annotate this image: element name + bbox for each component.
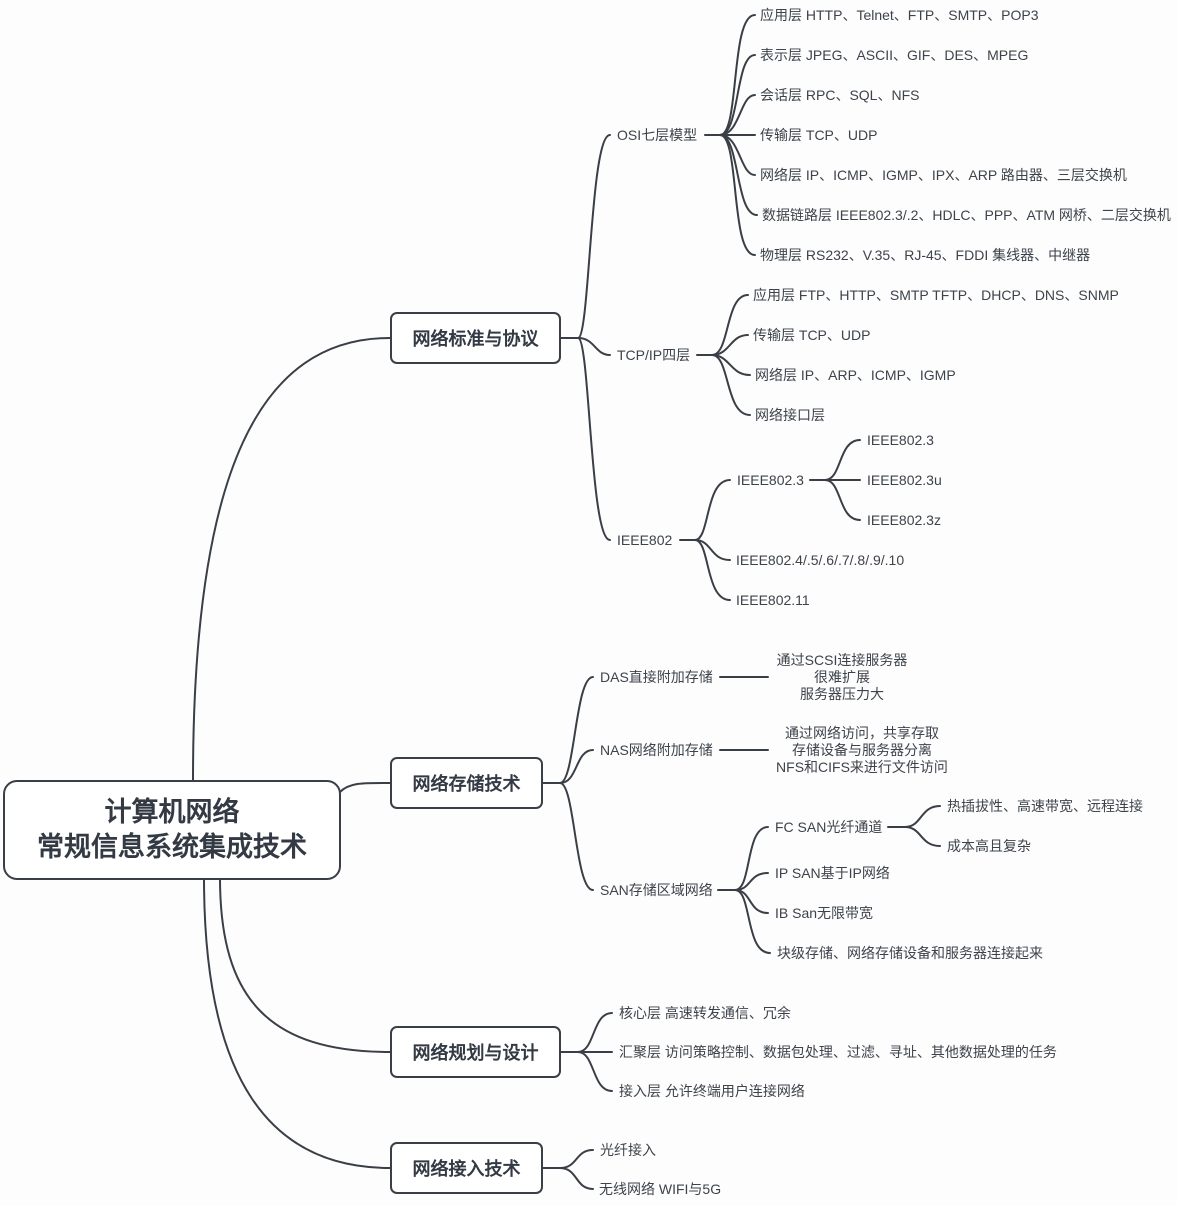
connector-root-storage [339, 781, 391, 793]
connector-root-standards [192, 337, 391, 781]
planning-core-layer[interactable]: 核心层 高速转发通信、冗余 [619, 1005, 791, 1021]
nas-line-1: 通过网络访问，共享存取 [785, 725, 939, 741]
ieee-8024-10[interactable]: IEEE802.4/.5/.6/.7/.8/.9/.10 [736, 552, 905, 568]
branch-network-standards[interactable]: 网络标准与协议 [390, 312, 561, 364]
access-fiber[interactable]: 光纤接入 [600, 1142, 656, 1158]
osi-layer-application[interactable]: 应用层 HTTP、Telnet、FTP、SMTP、POP3 [760, 7, 1039, 23]
branch-network-planning[interactable]: 网络规划与设计 [390, 1026, 561, 1078]
osi-layer-network[interactable]: 网络层 IP、ICMP、IGMP、IPX、ARP 路由器、三层交换机 [760, 167, 1127, 183]
nas-line-3: NFS和CIFS来进行文件访问 [776, 759, 948, 775]
planning-access-layer[interactable]: 接入层 允许终端用户连接网络 [619, 1083, 805, 1099]
branch-network-storage[interactable]: 网络存储技术 [390, 757, 543, 809]
ieee-8023z[interactable]: IEEE802.3z [867, 512, 941, 528]
root-title-line2: 常规信息系统集成技术 [37, 832, 307, 862]
planning-aggregation-layer[interactable]: 汇聚层 访问策略控制、数据包处理、过滤、寻址、其他数据处理的任务 [619, 1044, 1057, 1060]
fc-feature-cost[interactable]: 成本高且复杂 [947, 838, 1031, 854]
tcpip-layer-network[interactable]: 网络层 IP、ARP、ICMP、IGMP [755, 367, 956, 383]
branch-network-access[interactable]: 网络接入技术 [390, 1142, 543, 1194]
tcpip-layer-interface[interactable]: 网络接口层 [755, 407, 825, 423]
topic-tcpip-model[interactable]: TCP/IP四层 [617, 347, 691, 363]
ieee-8023u[interactable]: IEEE802.3u [867, 472, 942, 488]
das-line-2: 很难扩展 [814, 669, 870, 685]
topic-nas[interactable]: NAS网络附加存储 [600, 742, 713, 758]
osi-layer-transport[interactable]: 传输层 TCP、UDP [760, 127, 878, 143]
connector-root-planning [219, 877, 391, 1053]
root-topic[interactable]: 计算机网络 常规信息系统集成技术 [3, 780, 341, 880]
osi-layer-datalink[interactable]: 数据链路层 IEEE802.3/.2、HDLC、PPP、ATM 网桥、二层交换机 [762, 207, 1171, 223]
san-ip[interactable]: IP SAN基于IP网络 [775, 865, 890, 881]
san-block-storage[interactable]: 块级存储、网络存储设备和服务器连接起来 [777, 945, 1043, 961]
topic-das[interactable]: DAS直接附加存储 [600, 669, 713, 685]
osi-layer-presentation[interactable]: 表示层 JPEG、ASCII、GIF、DES、MPEG [760, 47, 1029, 63]
tcpip-layer-transport[interactable]: 传输层 TCP、UDP [753, 327, 871, 343]
das-line-1: 通过SCSI连接服务器 [776, 652, 908, 668]
topic-ieee802[interactable]: IEEE802 [617, 532, 673, 548]
osi-layer-session[interactable]: 会话层 RPC、SQL、NFS [760, 87, 920, 103]
nas-description[interactable]: 通过网络访问，共享存取 存储设备与服务器分离 NFS和CIFS来进行文件访问 [772, 725, 952, 776]
connector-root-access [203, 877, 391, 1169]
tcpip-layer-application[interactable]: 应用层 FTP、HTTP、SMTP TFTP、DHCP、DNS、SNMP [753, 287, 1119, 303]
ieee-8023-topic[interactable]: IEEE802.3 [737, 472, 804, 488]
topic-san[interactable]: SAN存储区域网络 [600, 882, 713, 898]
osi-layer-physical[interactable]: 物理层 RS232、V.35、RJ-45、FDDI 集线器、中继器 [760, 247, 1091, 263]
san-fc[interactable]: FC SAN光纤通道 [775, 819, 883, 835]
fc-feature-speed[interactable]: 热插拔性、高速带宽、远程连接 [947, 798, 1143, 814]
ieee-8023-base[interactable]: IEEE802.3 [867, 432, 934, 448]
san-ib[interactable]: IB San无限带宽 [775, 905, 874, 921]
nas-line-2: 存储设备与服务器分离 [792, 742, 932, 758]
das-line-3: 服务器压力大 [800, 686, 884, 702]
ieee-80211[interactable]: IEEE802.11 [736, 592, 810, 608]
das-description[interactable]: 通过SCSI连接服务器 很难扩展 服务器压力大 [772, 652, 912, 703]
topic-osi-model[interactable]: OSI七层模型 [617, 127, 698, 143]
root-title-line1: 计算机网络 [104, 797, 240, 827]
access-wireless[interactable]: 无线网络 WIFI与5G [599, 1181, 722, 1197]
